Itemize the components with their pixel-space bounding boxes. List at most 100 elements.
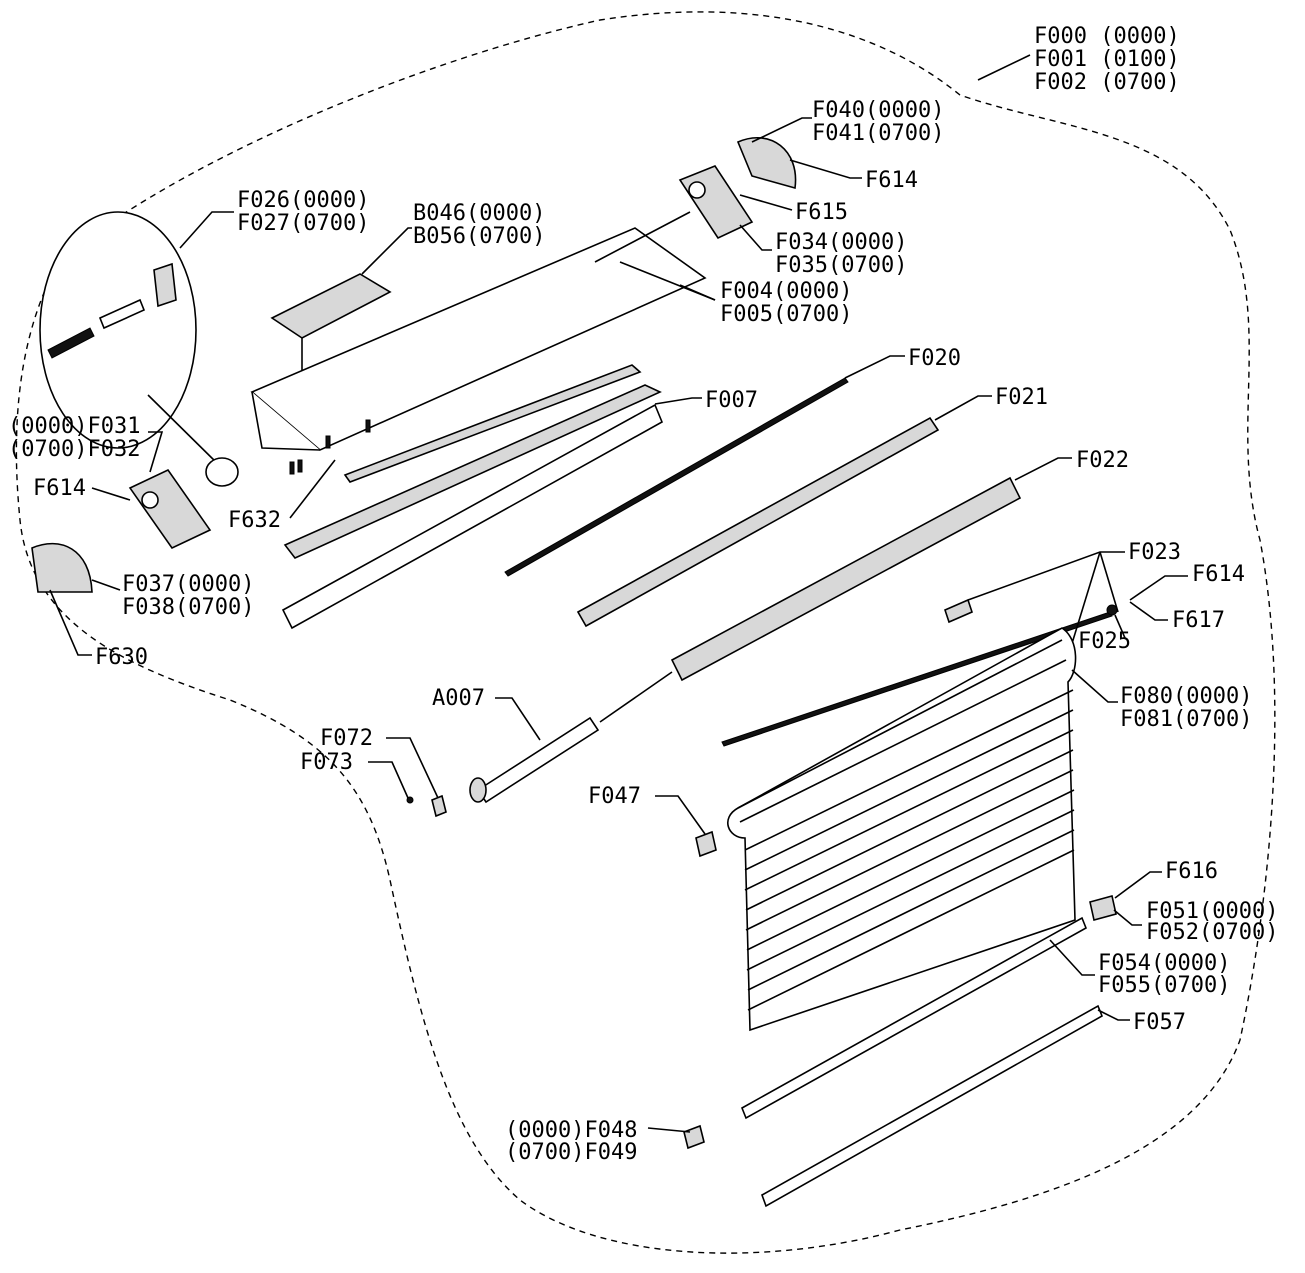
leader-f000	[977, 54, 1031, 81]
label-b046: B046(0000)	[413, 201, 545, 226]
label-f617: F617	[1172, 608, 1225, 633]
leader-f615	[739, 194, 793, 211]
label-f052: F052(0700)	[1146, 920, 1278, 945]
leader-f004b	[679, 284, 716, 301]
leader-f632	[289, 459, 336, 519]
leader-f614-right	[1129, 575, 1188, 601]
leader-f031	[148, 431, 164, 473]
label-f615: F615	[795, 200, 848, 225]
leader-f073	[368, 761, 409, 799]
bottom-cover-strip	[281, 403, 664, 630]
screw-1	[289, 461, 295, 475]
label-f020: F020	[908, 346, 961, 371]
leader-f048	[647, 1127, 691, 1133]
label-f614-right: F614	[1192, 562, 1245, 587]
label-f027: F027(0700)	[237, 211, 369, 236]
roller-tube	[670, 476, 1022, 682]
label-f032: (0700)F032	[8, 437, 140, 462]
leader-f051	[1113, 909, 1142, 926]
part-f073	[406, 796, 414, 804]
leader-f614-top	[789, 159, 862, 179]
guide-profile	[343, 364, 642, 483]
leader-f616	[1114, 871, 1162, 899]
curtain-slats	[737, 639, 1075, 1011]
label-f054: F054(0000)	[1098, 951, 1230, 976]
bearing-block	[153, 262, 177, 308]
leader-axis-motor	[599, 671, 673, 723]
label-f004: F004(0000)	[720, 279, 852, 304]
label-f035: F035(0700)	[775, 253, 907, 278]
label-a007: A007	[432, 686, 485, 711]
bracket-hole	[688, 181, 706, 199]
label-b056: B056(0700)	[413, 224, 545, 249]
label-f048: (0000)F048	[505, 1118, 637, 1143]
label-f614-top: F614	[865, 168, 918, 193]
leader-f040	[751, 117, 812, 143]
spring-coil	[47, 327, 95, 359]
rod-f020	[504, 377, 849, 577]
label-f073: F073	[300, 750, 353, 775]
part-f051	[1089, 895, 1117, 921]
label-f630: F630	[95, 645, 148, 670]
leader-f007	[654, 397, 702, 405]
screw-3	[325, 435, 331, 449]
shutter-curtain	[727, 627, 1077, 1032]
leader-f630	[49, 589, 92, 656]
leader-f057	[1097, 1009, 1130, 1021]
leader-f080	[1071, 669, 1118, 703]
leader-f023b	[1069, 551, 1101, 651]
leader-f072	[386, 737, 439, 799]
part-f047	[695, 830, 717, 858]
part-f072	[431, 794, 447, 818]
leader-f021	[934, 395, 992, 421]
label-f055: F055(0700)	[1098, 973, 1230, 998]
label-f051: F051(0000)	[1146, 899, 1278, 924]
label-f007: F007	[705, 388, 758, 413]
guide-rail-long	[283, 384, 662, 559]
leader-f020	[844, 355, 905, 379]
label-f037: F037(0000)	[122, 572, 254, 597]
leader-f617	[1129, 601, 1168, 621]
leader-axis-right	[594, 211, 691, 263]
label-f000: F000 (0000)	[1034, 24, 1180, 49]
axle-rod	[721, 611, 1113, 747]
leader-f047	[655, 795, 706, 835]
label-f001: F001 (0100)	[1034, 47, 1180, 72]
leader-f025	[1114, 614, 1126, 639]
assembly-boundary	[15, 11, 1276, 1254]
label-f034: F034(0000)	[775, 230, 907, 255]
bar-f021	[576, 416, 940, 628]
label-f031: (0000)F031	[8, 414, 140, 439]
label-f081: F081(0700)	[1120, 707, 1252, 732]
leader-b046	[361, 227, 412, 275]
motor-flange	[469, 777, 487, 803]
label-f614-left: F614	[33, 476, 86, 501]
axle-pin	[98, 298, 146, 330]
detail-bubble	[39, 211, 197, 449]
screw-2	[297, 459, 303, 473]
leader-a007	[495, 697, 541, 741]
label-f049: (0700)F049	[505, 1140, 637, 1165]
label-f632: F632	[228, 508, 281, 533]
label-f040: F040(0000)	[812, 98, 944, 123]
screw-4	[365, 419, 371, 433]
part-f048	[683, 1124, 705, 1150]
bottom-seal	[761, 1004, 1104, 1208]
label-f023: F023	[1128, 540, 1181, 565]
leader-f026	[179, 211, 234, 249]
label-f616: F616	[1165, 859, 1218, 884]
leader-f022	[1014, 457, 1072, 481]
label-f057: F057	[1133, 1010, 1186, 1035]
inspection-window	[270, 273, 392, 339]
leader-f023c	[1099, 551, 1119, 613]
leader-f034	[739, 224, 772, 251]
label-f026: F026(0000)	[237, 188, 369, 213]
label-f005: F005(0700)	[720, 302, 852, 327]
bearing-f025	[1106, 604, 1118, 616]
axle-bush	[944, 598, 973, 624]
motor-tube	[476, 716, 600, 804]
side-bracket-left	[128, 468, 212, 550]
head-box-front	[251, 391, 321, 451]
label-f038: F038(0700)	[122, 595, 254, 620]
